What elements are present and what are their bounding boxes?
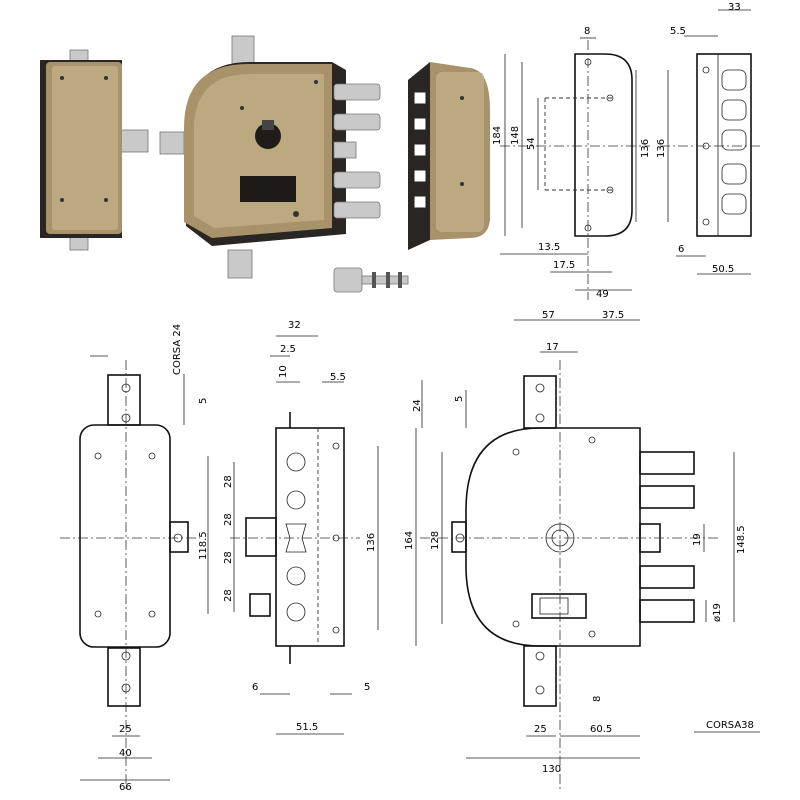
body-dim-dia19: ø19 [712,603,723,622]
dim-top-136: 136 [640,139,651,158]
dim-top-13-5: 13.5 [538,242,560,253]
forend-dim-32: 32 [288,320,301,331]
dim-top-184: 184 [492,126,503,145]
forend-dim-5-5: 5.5 [330,372,346,383]
forend-dim-28b: 28 [223,513,234,526]
dim-side-50-5: 50.5 [712,264,734,275]
forend-dim-51-5: 51.5 [296,722,318,733]
body-dim-19: 19 [692,533,703,546]
body-dim-164: 164 [404,531,415,550]
dim-top-54: 54 [526,137,537,150]
dim-top-17-5: 17.5 [553,260,575,271]
body-dim-24: 24 [412,399,423,412]
forend-dim-6: 6 [252,682,258,693]
photo-keeper [40,49,149,251]
body-dim-128: 128 [430,531,441,550]
forend-dim-28d: 28 [223,589,234,602]
body-dim-8: 8 [592,696,603,702]
photo-side-plate [408,62,490,250]
body-dim-37-5: 37.5 [602,310,624,321]
forend-dim-5: 5 [364,682,370,693]
keeper-dim-25: 25 [119,724,132,735]
photo-key [333,267,409,293]
dim-top-49: 49 [596,289,609,300]
keeper-dim-118-5: 118.5 [198,531,209,560]
forend-dim-28c: 28 [223,551,234,564]
dim-side-5-5: 5.5 [670,26,686,37]
body-corsa: CORSA38 [706,720,754,731]
forend-dim-28a: 28 [223,475,234,488]
keeper-dim-66: 66 [119,782,132,793]
body-dim-148-5: 148.5 [736,525,747,554]
drawing-lock-body [415,319,760,790]
keeper-dim-40: 40 [119,748,132,759]
dim-side-33: 33 [728,2,741,13]
body-dim-5: 5 [454,396,465,402]
forend-dim-136: 136 [366,533,377,552]
body-dim-130: 130 [542,764,561,775]
body-dim-17: 17 [546,342,559,353]
dim-side-136: 136 [656,139,667,158]
drawing-top-side [660,9,760,275]
dim-side-6: 6 [678,244,684,255]
forend-dim-10: 10 [278,365,289,378]
drawing-keeper [60,355,209,790]
body-dim-57: 57 [542,310,555,321]
body-dim-60-5: 60.5 [590,724,612,735]
photo-lock-body [159,35,381,279]
forend-dim-2-5: 2.5 [280,344,296,355]
body-dim-25: 25 [534,724,547,735]
drawing-top-front [500,37,650,300]
keeper-corsa: CORSA 24 [172,324,183,375]
keeper-dim-5: 5 [198,398,209,404]
dim-top-148: 148 [510,126,521,145]
dim-top-8: 8 [584,26,590,37]
drawing-forend [230,335,379,735]
